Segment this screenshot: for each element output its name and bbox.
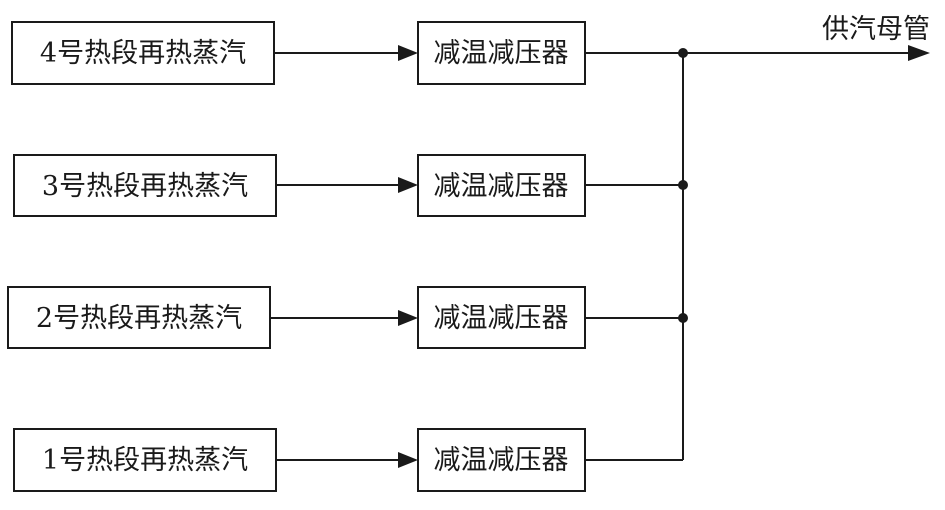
source-label-3: 3号热段再热蒸汽 <box>42 171 248 202</box>
reducer-label-3: 减温减压器 <box>434 303 569 334</box>
junction-dot-2 <box>678 180 688 190</box>
row-4: 1号热段再热蒸汽 减温减压器 <box>13 428 683 492</box>
output-arrowhead <box>908 45 930 61</box>
output-label: 供汽母管 <box>822 14 930 45</box>
reducer-label-4: 减温减压器 <box>434 445 569 476</box>
reducer-label-1: 减温减压器 <box>434 38 569 69</box>
source-label-4: 4号热段再热蒸汽 <box>40 38 246 69</box>
row-3: 2号热段再热蒸汽 减温减压器 <box>7 286 683 349</box>
reducer-box-1 <box>417 21 586 85</box>
reducer-label-2: 减温减压器 <box>434 171 569 202</box>
arrowhead-1 <box>398 45 418 61</box>
source-box-4 <box>11 21 275 85</box>
reducer-box-2 <box>417 154 586 217</box>
source-box-1 <box>13 428 277 492</box>
arrowhead-4 <box>398 452 418 468</box>
source-box-3 <box>13 154 277 217</box>
row-2: 3号热段再热蒸汽 减温减压器 <box>13 154 683 217</box>
source-label-1: 1号热段再热蒸汽 <box>42 445 248 476</box>
junction-dot-3 <box>678 313 688 323</box>
source-label-2: 2号热段再热蒸汽 <box>36 303 242 334</box>
arrowhead-2 <box>398 177 418 193</box>
row-1: 4号热段再热蒸汽 减温减压器 <box>11 21 683 85</box>
arrowhead-3 <box>398 310 418 326</box>
